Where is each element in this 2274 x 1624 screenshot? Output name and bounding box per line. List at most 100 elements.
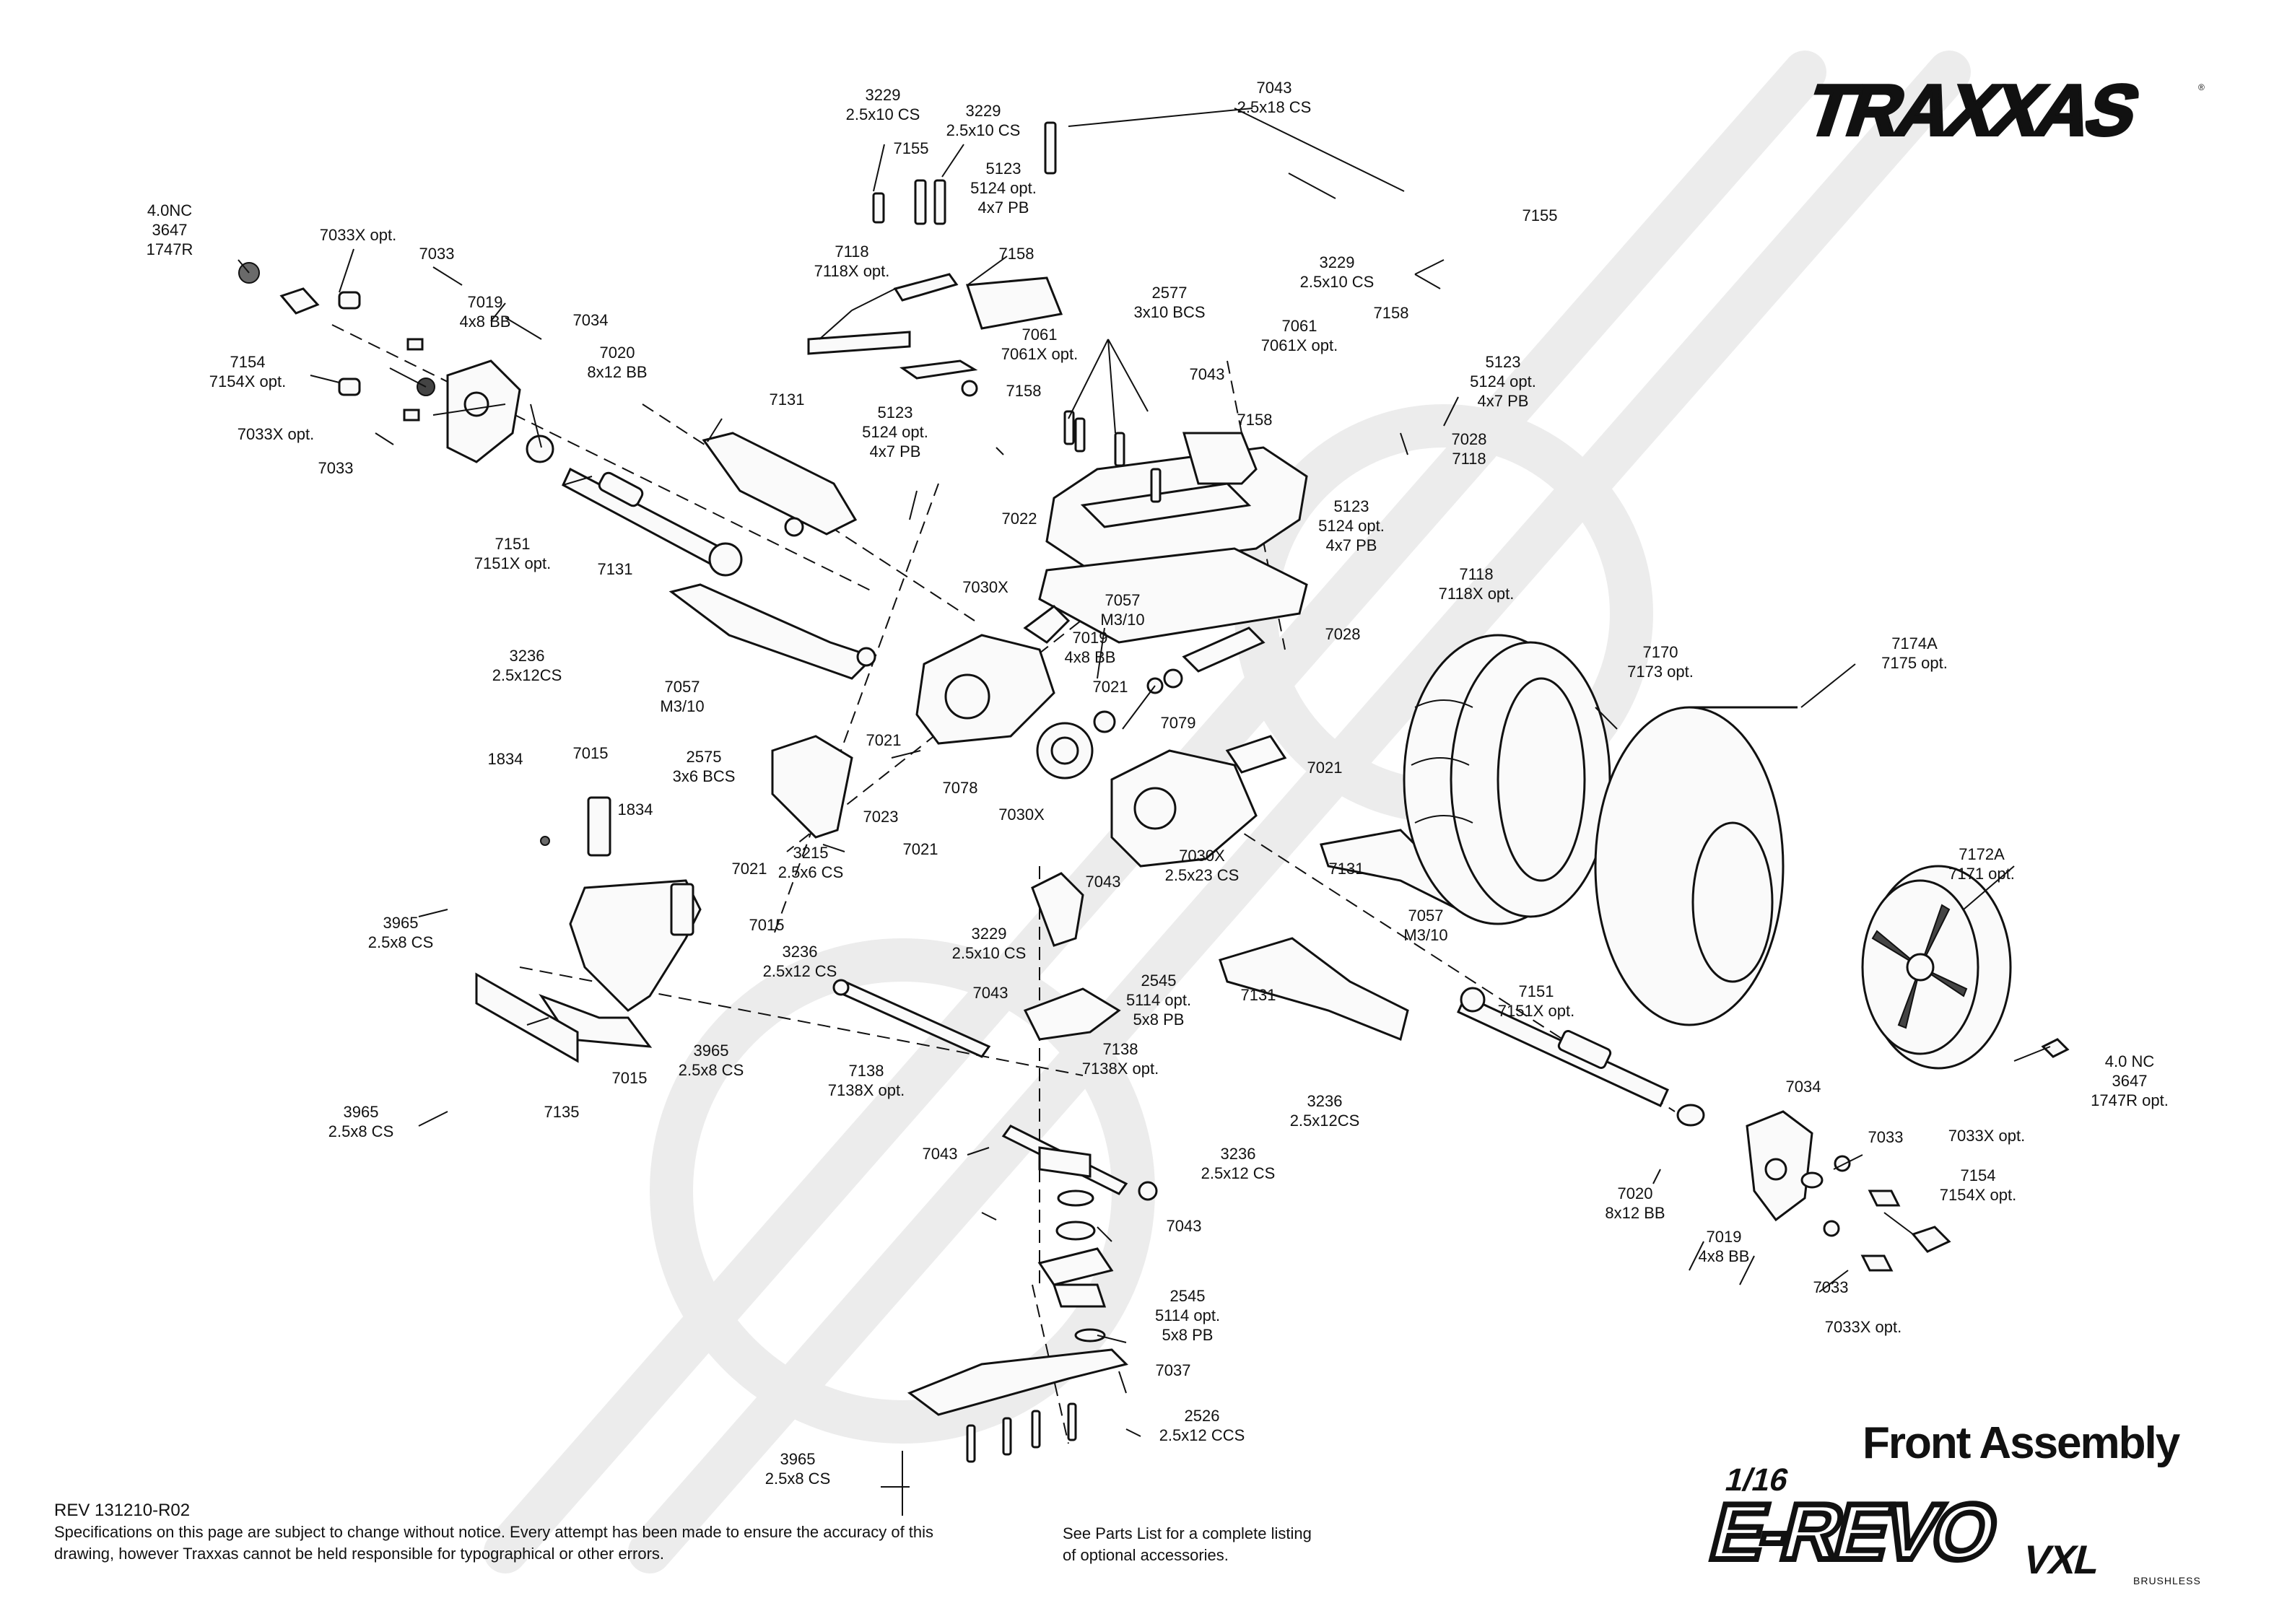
part-callout: 7022 <box>1002 509 1037 528</box>
skid-plate-drawing <box>907 1348 1128 1463</box>
callout-line: 4x7 PB <box>869 442 921 460</box>
callout-line: 7034 <box>572 311 609 329</box>
callout-line: 7061 <box>1281 317 1317 335</box>
driveshaft-front-right-drawing <box>1457 987 1705 1127</box>
part-callout: 7043 <box>1190 364 1225 384</box>
callout-line: 5123 <box>1485 353 1521 371</box>
leader-lines <box>238 108 2051 1516</box>
callout-line: 7019 <box>467 293 503 311</box>
callout-line: 7015 <box>749 916 785 934</box>
callout-line: 1834 <box>487 750 523 768</box>
a-arm-upper-drawing <box>668 432 876 680</box>
callout-line: 4.0NC <box>147 201 193 219</box>
parts-list-note: See Parts List for a complete listing of… <box>1063 1524 1312 1564</box>
callout-line: 5124 opt. <box>1318 517 1385 535</box>
part-callout: 7043 <box>1167 1216 1202 1236</box>
callout-line: 2.5x8 CS <box>678 1061 744 1079</box>
part-callout: 7078 <box>943 778 978 798</box>
callout-line: 7155 <box>1522 206 1558 224</box>
callout-line: 3236 <box>509 647 545 665</box>
disclaimer-text: Specifications on this page are subject … <box>54 1523 934 1563</box>
ring-gear-drawing <box>1036 710 1116 780</box>
callout-line: 7138 <box>1102 1040 1138 1058</box>
callout-line: 7158 <box>998 245 1034 263</box>
callout-line: 7158 <box>1373 304 1409 322</box>
callout-line: 7023 <box>863 808 899 826</box>
callout-line: 7131 <box>597 560 633 578</box>
callout-line: 3229 <box>865 86 901 104</box>
part-callout: 7021 <box>1093 677 1128 697</box>
callout-line: 7131 <box>1240 986 1276 1004</box>
part-callout: 7033 <box>419 244 455 263</box>
part-callout: 7021 <box>903 839 938 859</box>
callout-line: 7028 <box>1451 430 1487 448</box>
callout-line: 5114 opt. <box>1154 1306 1221 1324</box>
callout-line: 7158 <box>1006 382 1042 400</box>
callout-line: 7033 <box>1813 1278 1849 1296</box>
callout-line: 7138X opt. <box>827 1081 905 1099</box>
callout-line: 7034 <box>1785 1078 1821 1096</box>
callout-line: 4.0 NC <box>2104 1052 2155 1070</box>
callout-line: 5123 <box>985 160 1021 178</box>
part-callout: 7131 <box>598 559 633 579</box>
callout-line: 3236 <box>1220 1145 1256 1163</box>
callout-line: 4x7 PB <box>977 198 1029 217</box>
part-callout: 7021 <box>1307 758 1343 777</box>
part-callout: 7015 <box>749 915 785 935</box>
callout-line: 7043 <box>1256 79 1292 97</box>
part-callout: 7043 <box>1086 872 1121 891</box>
callout-line: 1747R opt. <box>2091 1091 2169 1109</box>
callout-line: 3965 <box>383 914 419 932</box>
callout-line: 7028 <box>1325 625 1361 643</box>
callout-line: 3647 <box>152 221 188 239</box>
callout-line: 5123 <box>1333 497 1369 515</box>
callout-line: 2.5x18 CS <box>1237 98 1312 116</box>
callout-line: 2.5x12CS <box>1289 1112 1360 1130</box>
callout-line: 3236 <box>1307 1092 1343 1110</box>
part-callout: 7135 <box>544 1102 580 1122</box>
part-callout: 7155 <box>894 139 929 158</box>
callout-line: 7057 <box>1408 907 1444 925</box>
callout-line: 7154 <box>1960 1166 1996 1184</box>
callout-line: 7021 <box>731 860 767 878</box>
callout-line: 7154X opt. <box>1939 1186 2017 1204</box>
part-callout: 7034 <box>573 310 609 330</box>
callout-line: 7021 <box>902 840 938 858</box>
callout-line: 7118 <box>1452 450 1486 468</box>
callout-line: 3229 <box>965 102 1001 120</box>
callout-line: 2545 <box>1141 972 1177 990</box>
shock-top-drawing <box>807 121 1063 397</box>
callout-line: 7043 <box>1085 873 1121 891</box>
callout-line: 1747R <box>146 240 193 258</box>
callout-line: 7138 <box>848 1062 884 1080</box>
chassis-bulkhead-drawing <box>1038 410 1308 644</box>
part-callout: 7131 <box>770 390 805 409</box>
part-callout: 7021 <box>866 730 902 750</box>
svg-text:E-REVO: E-REVO <box>1702 1488 2005 1576</box>
part-callout: 7033 <box>318 458 354 478</box>
callout-line: 3215 <box>793 844 829 862</box>
part-callout: 7158 <box>1237 410 1273 429</box>
callout-line: 2526 <box>1184 1407 1220 1425</box>
callout-line: 7043 <box>922 1145 958 1163</box>
steering-linkage-drawing <box>832 872 1158 1343</box>
part-callout: 7033X opt. <box>1948 1126 2025 1145</box>
callout-line: 7033 <box>318 459 354 477</box>
part-callout: 7158 <box>999 244 1034 263</box>
part-callout: 7131 <box>1329 859 1364 878</box>
callout-line: 7022 <box>1001 510 1037 528</box>
callout-line: 2.5x12 CCS <box>1159 1426 1245 1444</box>
